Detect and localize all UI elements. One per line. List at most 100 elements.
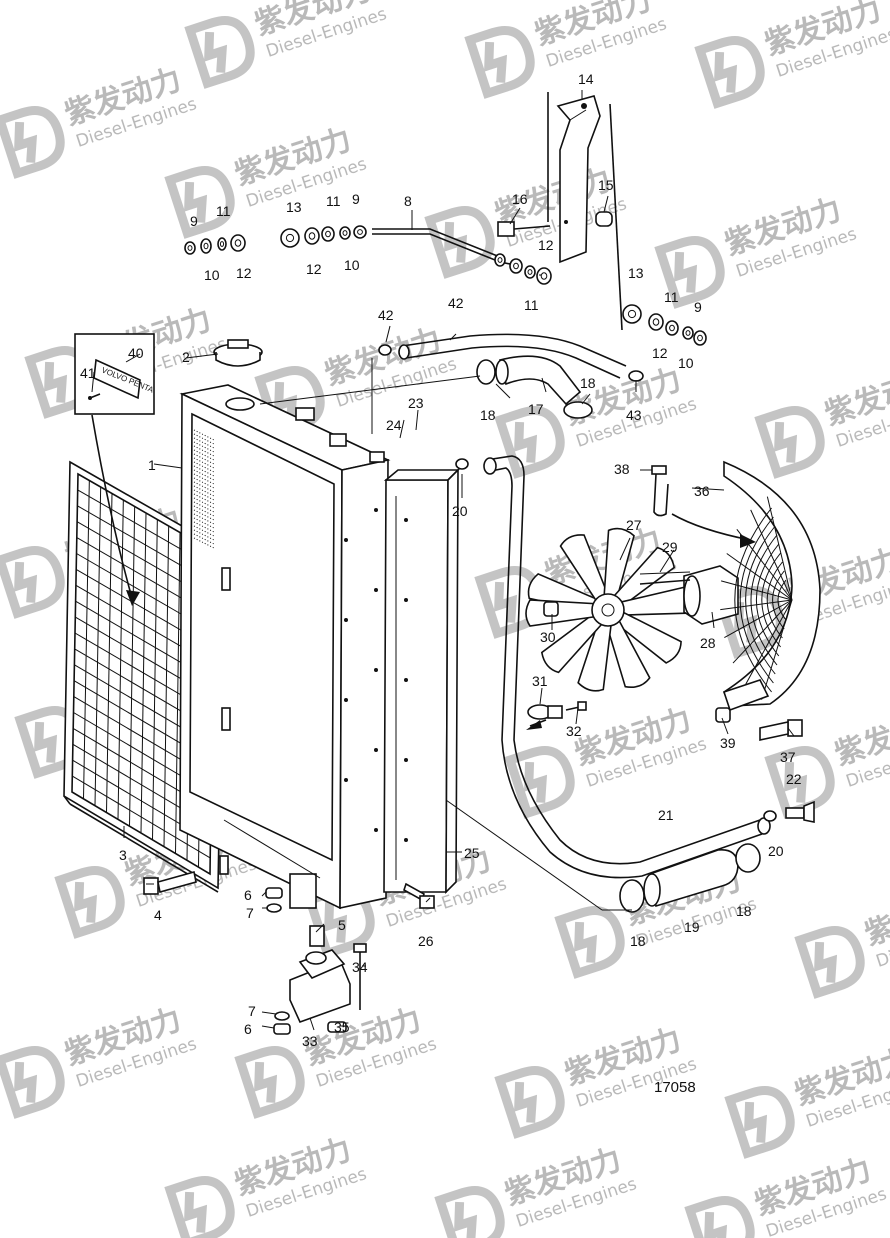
fan-blade — [559, 534, 612, 607]
washer-hole — [234, 239, 242, 247]
d-lightning-logo-icon — [0, 105, 65, 179]
drawing-number: 17058 — [654, 1079, 696, 1096]
callout-42: 42 — [448, 295, 464, 311]
clamp-31 — [526, 701, 587, 730]
fan-guard-spoke — [761, 599, 793, 700]
washer-hole — [203, 242, 209, 250]
callout-38: 38 — [614, 461, 630, 477]
radiator-fin — [193, 537, 215, 549]
leader-line — [539, 687, 543, 705]
radiator-fin — [193, 497, 215, 509]
callout-29: 29 — [662, 539, 678, 555]
washer — [622, 304, 642, 324]
callout-13: 13 — [286, 199, 302, 215]
radiator-fin — [193, 453, 215, 465]
callout-39: 39 — [720, 735, 736, 751]
callout-37: 37 — [780, 749, 796, 765]
d-lightning-logo-icon — [554, 905, 625, 979]
leader-line — [261, 1011, 277, 1015]
callout-41: 41 — [80, 365, 96, 381]
washer — [536, 267, 552, 285]
washer-hole — [357, 229, 363, 235]
washer — [321, 226, 335, 242]
washer-hole — [219, 241, 225, 247]
radiator-fin — [193, 465, 215, 477]
callout-6: 6 — [244, 1021, 252, 1037]
radiator-fin — [193, 493, 215, 505]
callout-9: 9 — [352, 191, 360, 207]
callout-24: 24 — [386, 417, 402, 433]
fan-guard — [720, 460, 821, 712]
callout-18: 18 — [480, 407, 496, 423]
callout-1: 1 — [148, 457, 156, 473]
fan-guard-ring — [772, 570, 785, 630]
d-lightning-logo-icon — [494, 1065, 565, 1139]
radiator-fin — [193, 441, 215, 453]
callout-14: 14 — [578, 71, 594, 87]
d-lightning-logo-icon — [684, 1195, 755, 1238]
radiator-fin — [193, 473, 215, 485]
leader-line — [153, 463, 183, 469]
leader-line — [309, 1017, 315, 1031]
callout-7: 7 — [246, 905, 254, 921]
callout-26: 26 — [418, 933, 434, 949]
radiator-fin — [193, 509, 215, 521]
lower-hose-21 — [455, 455, 777, 879]
radiator-fin — [193, 513, 215, 525]
leader-lines — [91, 90, 795, 1031]
callout-33: 33 — [302, 1033, 318, 1049]
callout-20: 20 — [452, 503, 468, 519]
leader-line — [185, 353, 219, 359]
leader-line — [659, 549, 675, 573]
fan-blade — [577, 615, 613, 692]
d-lightning-logo-icon — [184, 15, 255, 89]
d-lightning-logo-icon — [494, 405, 565, 479]
callout-21: 21 — [658, 807, 674, 823]
callout-12: 12 — [652, 345, 668, 361]
leader-line — [125, 353, 141, 363]
washer — [304, 227, 320, 245]
leader-line — [415, 409, 419, 431]
callout-11: 11 — [326, 193, 341, 209]
leader-line — [721, 717, 729, 735]
washer-hole — [342, 230, 348, 236]
radiator-fin — [193, 533, 215, 545]
washer — [665, 320, 679, 336]
d-lightning-logo-icon — [654, 235, 725, 309]
fan-guard-spoke — [750, 509, 793, 601]
d-lightning-logo-icon — [434, 1185, 505, 1238]
fan-guard-ring — [734, 507, 772, 693]
fan-blade — [602, 527, 635, 605]
callout-11: 11 — [216, 203, 231, 219]
callout-11: 11 — [524, 297, 539, 313]
callout-8: 8 — [404, 193, 412, 209]
d-lightning-logo-icon — [694, 35, 765, 109]
radiator-fin — [193, 469, 215, 481]
d-lightning-logo-icon — [164, 165, 235, 239]
fan-guard-ring — [739, 516, 774, 684]
fan-guard-foot — [722, 679, 770, 712]
bolt-37 — [759, 719, 803, 741]
callout-22: 22 — [786, 771, 802, 787]
callout-3: 3 — [119, 847, 127, 863]
callout-27: 27 — [626, 517, 642, 533]
fan-guard-ring — [745, 525, 776, 675]
washer-hole — [540, 272, 548, 280]
fan-guard-spoke — [720, 580, 793, 601]
washer — [353, 225, 367, 239]
radiator-fin — [193, 529, 215, 541]
fan-guard-spoke — [726, 553, 793, 601]
leader-line — [691, 487, 725, 491]
fan-blade — [609, 546, 676, 611]
bolt-16 — [497, 221, 551, 237]
grille-bar — [72, 775, 211, 859]
callout-6: 6 — [244, 887, 252, 903]
d-lightning-logo-icon — [754, 405, 825, 479]
washer — [693, 330, 707, 346]
washer — [648, 313, 664, 331]
callout-17: 17 — [528, 401, 544, 417]
d-lightning-logo-icon — [724, 1085, 795, 1159]
